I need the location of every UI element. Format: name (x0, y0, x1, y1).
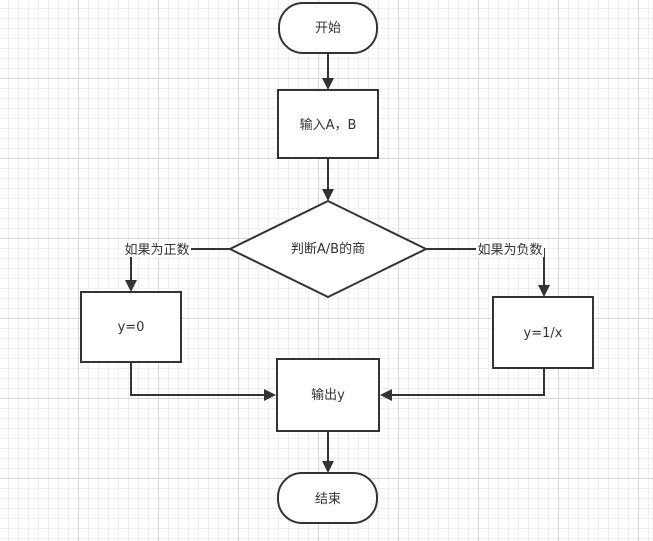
edge-negative-to-output (380, 368, 545, 401)
output-node: 输出y (276, 358, 380, 432)
edge-output-to-end (322, 431, 334, 473)
input-node-label: 输入A，B (300, 117, 357, 133)
positive-branch-node-label: y=0 (118, 320, 145, 335)
end-node: 结束 (277, 472, 378, 524)
edge-label-positive: 如果为正数 (123, 241, 191, 258)
edge-input-to-decision (322, 158, 334, 201)
output-node-label: 输出y (311, 387, 345, 403)
negative-branch-node: y=1/x (492, 296, 594, 369)
edge-positive-to-output (130, 362, 276, 401)
start-node-label: 开始 (315, 21, 341, 36)
start-node: 开始 (278, 2, 378, 54)
positive-branch-node: y=0 (80, 291, 182, 363)
edge-start-to-input (322, 53, 334, 90)
input-node: 输入A，B (277, 89, 379, 159)
decision-node-label: 判断A/B的商 (291, 241, 365, 257)
negative-branch-node-label: y=1/x (524, 326, 563, 341)
edge-label-negative: 如果为负数 (476, 241, 544, 258)
edge-label-positive-text: 如果为正数 (124, 242, 189, 258)
edge-label-negative-text: 如果为负数 (477, 242, 542, 258)
end-node-label: 结束 (315, 492, 341, 507)
decision-node: 判断A/B的商 (227, 199, 429, 299)
